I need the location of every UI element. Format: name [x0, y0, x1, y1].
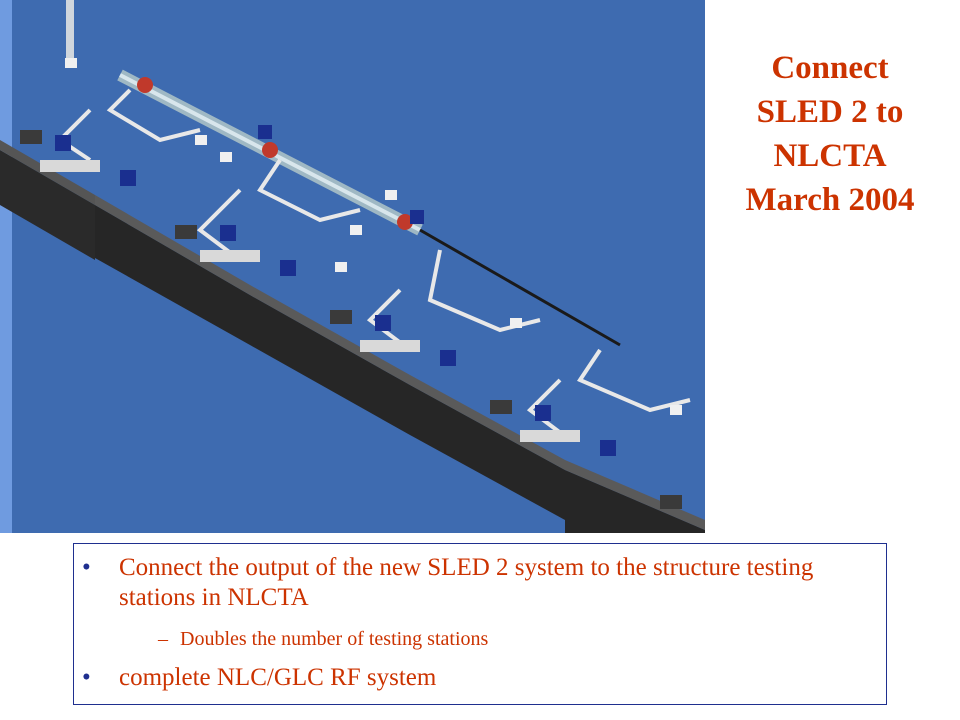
figure-left-strip [0, 0, 12, 533]
sub-bullet-item: – Doubles the number of testing stations [158, 626, 858, 652]
bullet-text: complete NLC/GLC RF system [119, 664, 437, 691]
bullet-marker: • [82, 664, 91, 691]
slide-title: Connect SLED 2 to NLCTA March 2004 [712, 46, 948, 222]
sub-bullet-marker: – [158, 628, 168, 650]
bullet-text-box: • Connect the output of the new SLED 2 s… [73, 543, 887, 705]
slide-title-line: Connect [771, 50, 889, 86]
bullet-marker: • [82, 554, 91, 581]
main-waveguide [66, 0, 621, 347]
slide-title-line: SLED 2 to [756, 94, 904, 130]
bullet-item: • Connect the output of the new SLED 2 s… [82, 553, 862, 613]
bullet-text: Connect the output of the new SLED 2 sys… [119, 554, 814, 611]
slide-title-line: NLCTA [773, 138, 887, 174]
sub-bullet-text: Doubles the number of testing stations [180, 628, 489, 650]
slide-title-line: March 2004 [745, 182, 915, 218]
beamline-cad-illustration [0, 0, 705, 533]
bullet-item: • complete NLC/GLC RF system [82, 663, 862, 693]
cad-rendering-figure [0, 0, 705, 533]
component-clusters [20, 58, 682, 509]
girder-sections [0, 140, 705, 533]
